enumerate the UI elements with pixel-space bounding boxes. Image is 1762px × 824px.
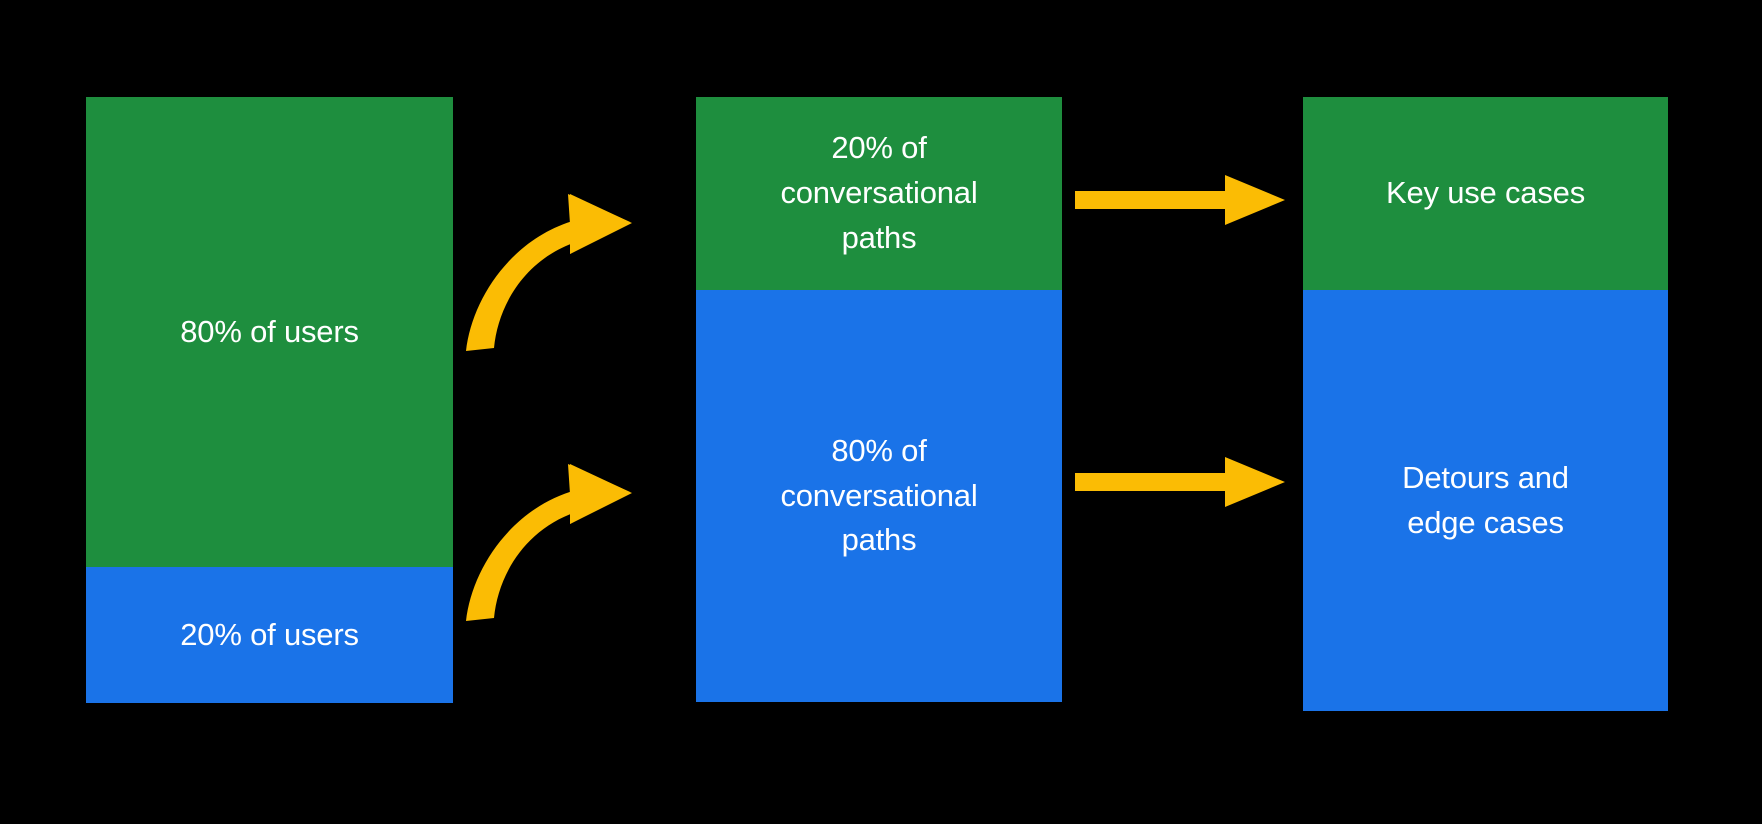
segment-outcomes-blue-label: Detours and edge cases [1402,459,1569,540]
column-conversational-paths: 20% of conversational paths 80% of conve… [696,97,1062,702]
segment-paths-green-label: 20% of conversational paths [780,130,978,255]
segment-outcomes-green: Key use cases [1303,97,1668,290]
curved-arrow-lower-icon [466,464,632,621]
segment-users-blue: 20% of users [86,567,453,703]
straight-arrow-bottom-icon [1075,457,1285,507]
segment-paths-blue-label: 80% of conversational paths [780,432,978,558]
segment-paths-green: 20% of conversational paths [696,97,1062,290]
column-outcomes: Key use cases Detours and edge cases [1303,97,1668,711]
curved-arrow-upper-icon [466,194,632,351]
segment-outcomes-green-label: Key use cases [1385,175,1585,211]
segment-outcomes-blue: Detours and edge cases [1303,290,1668,711]
column-users: 80% of users 20% of users [86,97,453,703]
segment-paths-blue: 80% of conversational paths [696,290,1062,702]
segment-users-green: 80% of users [86,97,453,567]
straight-arrow-top-icon [1075,175,1285,225]
segment-users-green-label: 80% of users [180,313,359,349]
segment-users-blue-label: 20% of users [180,616,359,652]
